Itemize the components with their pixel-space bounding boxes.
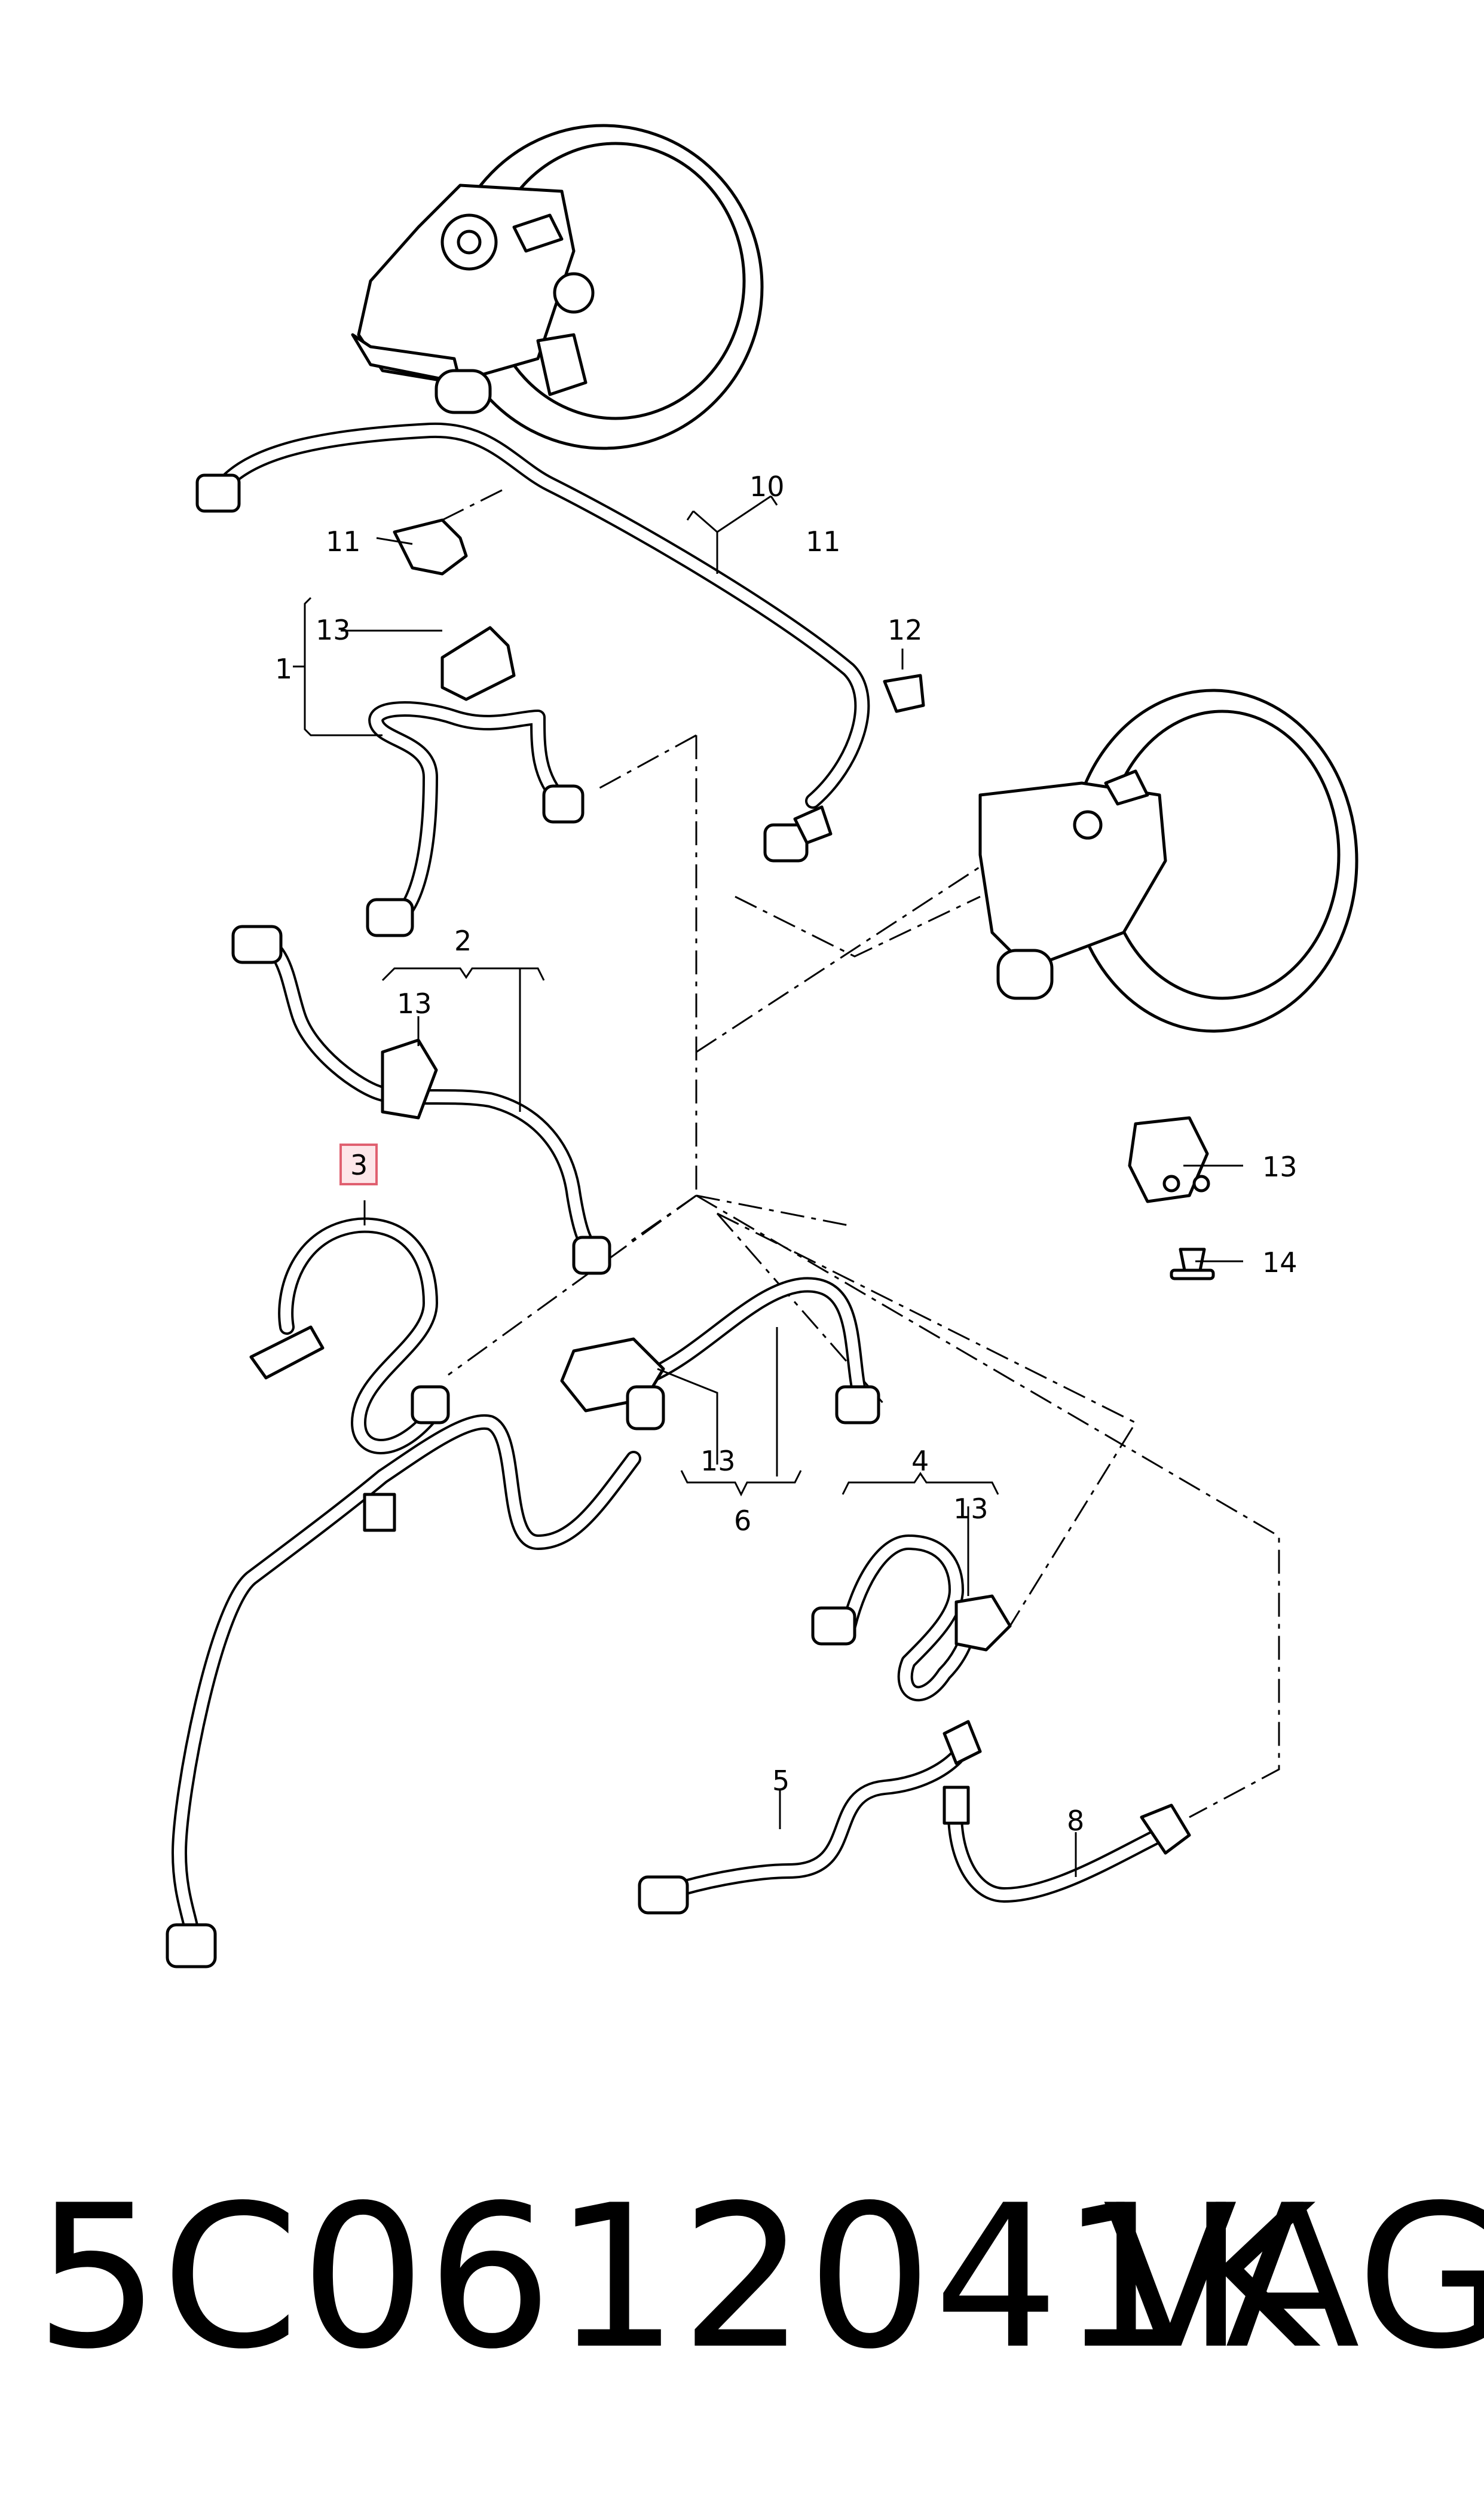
clip-11: [393, 518, 468, 576]
hose-2: [231, 925, 611, 1275]
hose-10: [195, 422, 870, 863]
hose-6: [166, 1277, 880, 1968]
clip-12: [883, 674, 925, 713]
callout-2: 2: [454, 925, 472, 957]
sensor-13-standalone: [1128, 1116, 1210, 1203]
hose-4: [811, 1534, 1012, 1702]
callout-5: 5: [772, 1765, 790, 1797]
callout-8: 8: [1067, 1805, 1084, 1837]
callout-11-b: 11: [806, 525, 841, 558]
hose-5: [638, 1720, 982, 1915]
hose-8: [943, 1786, 1191, 1903]
bolt-14: [1170, 1248, 1215, 1280]
callout-13-c: 13: [1262, 1151, 1298, 1183]
hose-1: [366, 626, 585, 937]
parts-diagram: 10 11 11 12 13 1 2 13 3 13 14 13 6 4 13 …: [166, 124, 1358, 1968]
callout-13-d: 13: [700, 1445, 736, 1477]
callout-11-a: 11: [326, 525, 361, 558]
callout-1: 1: [275, 653, 292, 685]
brake-booster-top: [351, 124, 764, 450]
callout-3-highlight: [339, 1144, 378, 1185]
callout-13-e: 13: [953, 1493, 989, 1525]
callouts: 10 11 11 12 13 1 2 13 3 13 14 13 6 4 13 …: [275, 470, 1298, 1837]
callout-12: 12: [888, 614, 923, 646]
part-number: 5C0612041K: [35, 2163, 1318, 2392]
leader-lines: [293, 495, 1243, 1877]
hose-3: [249, 1217, 450, 1454]
callout-14: 14: [1262, 1246, 1298, 1279]
callout-10: 10: [749, 470, 785, 503]
callout-4: 4: [911, 1445, 929, 1477]
brake-booster-right: [978, 689, 1358, 1033]
callout-13-a: 13: [316, 614, 351, 646]
callout-13-b: 13: [397, 988, 432, 1020]
callout-6: 6: [734, 1505, 751, 1537]
callout-3: 3: [350, 1149, 368, 1181]
brand-label: VAG: [1103, 2163, 1484, 2392]
